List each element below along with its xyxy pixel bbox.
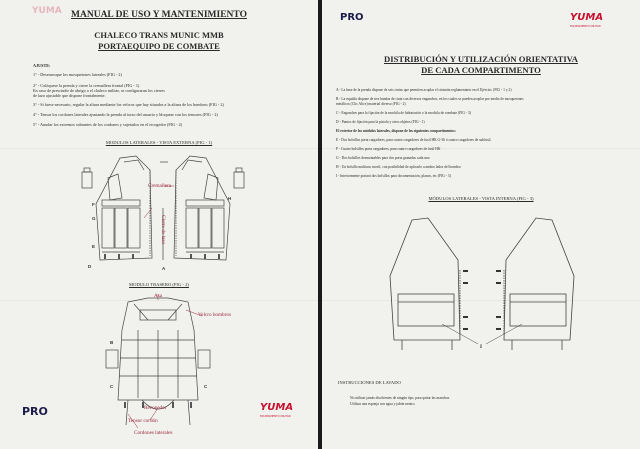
letter-g: G [92,216,96,221]
step-2: 2° - Colóquese la prenda y cierre la cre… [33,83,140,88]
item-h: H - Un bolsillo multiuso movil, con posi… [336,165,461,169]
letter-c-right: C [204,384,208,389]
item-b-detail: metálicos (Clic Alice) material diverso … [336,102,406,106]
fig2-title: MODULO TRASERO (FIG - 2) [129,282,189,287]
step-1: 1° - Desenrosque los mosquetones lateral… [33,72,122,77]
letter-f: F [92,202,95,207]
exterior-heading: El exterior de los módulos laterales, di… [336,129,456,133]
label-cierre: Cierre de lazo [160,215,166,245]
distribution-title: DISTRIBUCIÓN Y UTILIZACIÓN ORIENTATIVA [384,54,578,64]
left-document-page: YUMA MANUAL DE USO Y MANTENIMIENTO CHALE… [0,0,318,449]
yuma-tagline: EQUIPAMIENTO MILITAR [570,25,601,28]
paper-crease [322,148,640,149]
vest-front-illustration: F G E D H A [81,155,245,271]
paper-crease [322,300,640,301]
label-asa: Asa [154,293,163,299]
item-i: I - Interiormente portará dos bolsillos … [336,174,451,178]
vest-interior-illustration [389,217,575,350]
product-subtitle: PORTAEQUIPO DE COMBATE [98,41,220,51]
item-b: B - La espalda dispone de tres bandas de… [336,97,524,101]
yuma-tagline: EQUIPAMIENTO MILITAR [260,415,291,418]
step-2-detail: En caso de prescindir de abrigo o el cha… [33,88,165,93]
letter-b: B [110,340,114,345]
item-e: E - Dos bolsillos porta cargadores, para… [336,138,492,142]
product-name: CHALECO TRANS MUNIC MMB [94,30,224,40]
letter-a: A [162,266,166,271]
letter-c: C [110,384,114,389]
letter-h: H [228,196,231,201]
label-cordones: Cordones laterales [134,430,173,436]
manual-title: MANUAL DE USO Y MANTENIMIENTO [71,10,247,20]
paper-crease [0,148,318,149]
item-f: F - Cuatro bolsillos porta cargadores, p… [336,147,441,151]
letter-e: E [92,244,95,249]
wash-line-2: Utilizar una esponja con agua y jabón ne… [350,402,416,406]
item-a: A - La base de la prenda dispone de seis… [336,88,512,92]
faded-brand-mark: YUMA [32,6,62,16]
fig3-title: MÓDULOS LATERALES - VISTA INTERNA (FIG -… [428,196,534,201]
wash-heading: INSTRUCCIONES DE LAVADO [338,380,401,385]
item-d: D - Puntos de fijación para la pistola y… [336,120,425,124]
label-tensor: Tensor cordón [128,418,158,424]
vest-back-illustration: B C C [105,294,211,429]
fig1-title: MODULOS LATERALES - VISTA EXTERNA (FIG -… [105,140,213,145]
step-4: 4° - Tensar los cordones laterales ajust… [33,112,218,117]
label-i: I [480,345,482,350]
wash-line-1: No utilizar jamás disolventes de ningún … [350,396,451,400]
pro-logo: PRO [22,405,48,418]
ajuste-heading: AJUSTE: [33,63,51,68]
distribution-title-2: DE CADA COMPARTIMENTO [421,65,541,75]
item-c: C - Enganches para la fijación de la moc… [336,111,471,115]
item-g: G - Dos bolsillos desmontables para dos … [336,156,430,160]
label-cremallera: Cremallera [148,183,172,189]
yuma-logo: YUMA [570,12,604,23]
yuma-logo: YUMA [260,402,294,413]
pro-logo: PRO [340,12,364,23]
label-velcro: Velcro hombros [198,312,231,318]
step-5: 5° - Anudar los extremos sobrantes de lo… [33,122,183,127]
step-2-detail-b: de lazo ajustable que dispone frontalmen… [33,93,106,98]
paper-crease [0,300,318,301]
label-recogedor: Recogedor [144,405,167,411]
step-3: 3° - Si fuese necesario, regular la altu… [33,102,224,107]
right-document-page: PRO YUMA EQUIPAMIENTO MILITAR DISTRIBUCI… [322,0,640,449]
letter-d: D [88,264,92,269]
